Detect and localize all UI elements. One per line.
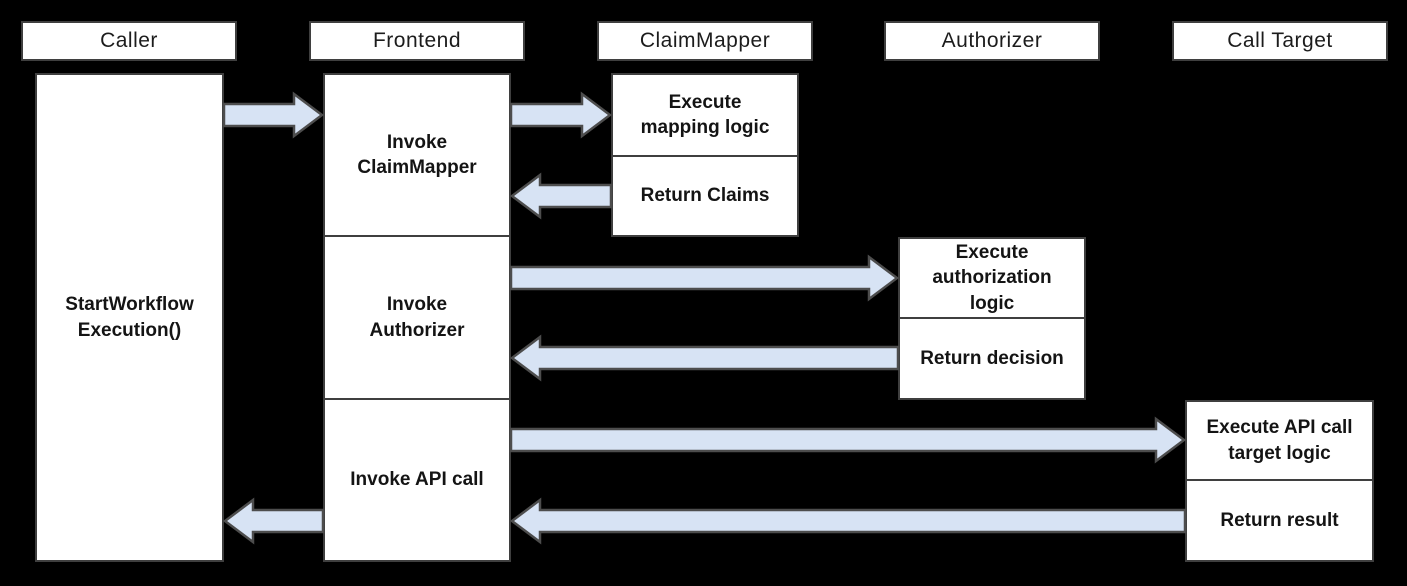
lifeline-header-caller: Caller	[21, 21, 237, 61]
arrow-caller-to-frontend-icon	[222, 91, 325, 139]
arrow-call-target-to-frontend-icon	[509, 497, 1187, 545]
step-execute-api-call-target-logic: Execute API call target logic	[1185, 400, 1374, 481]
arrow-authorizer-to-frontend-icon	[509, 334, 900, 382]
step-startworkflowexecution: StartWorkflow Execution()	[35, 73, 224, 562]
arrow-frontend-to-authorizer-icon	[509, 254, 900, 302]
lifeline-header-frontend: Frontend	[309, 21, 525, 61]
lifeline-header-authorizer: Authorizer	[884, 21, 1100, 61]
step-execute-mapping-logic: Execute mapping logic	[611, 73, 799, 157]
step-execute-authorization-logic: Execute authorization logic	[898, 237, 1086, 319]
arrow-frontend-to-claimmapper-icon	[509, 91, 613, 139]
arrow-frontend-to-caller-icon	[222, 497, 325, 545]
step-invoke-claimmapper: Invoke ClaimMapper	[323, 73, 511, 237]
step-invoke-authorizer: Invoke Authorizer	[323, 235, 511, 400]
step-return-decision: Return decision	[898, 317, 1086, 400]
step-return-claims: Return Claims	[611, 155, 799, 237]
step-invoke-api-call: Invoke API call	[323, 398, 511, 562]
arrow-frontend-to-call-target-icon	[509, 416, 1187, 464]
lifeline-header-call-target: Call Target	[1172, 21, 1388, 61]
lifeline-header-claimmapper: ClaimMapper	[597, 21, 813, 61]
step-return-result: Return result	[1185, 479, 1374, 562]
arrow-claimmapper-to-frontend-icon	[509, 172, 613, 220]
